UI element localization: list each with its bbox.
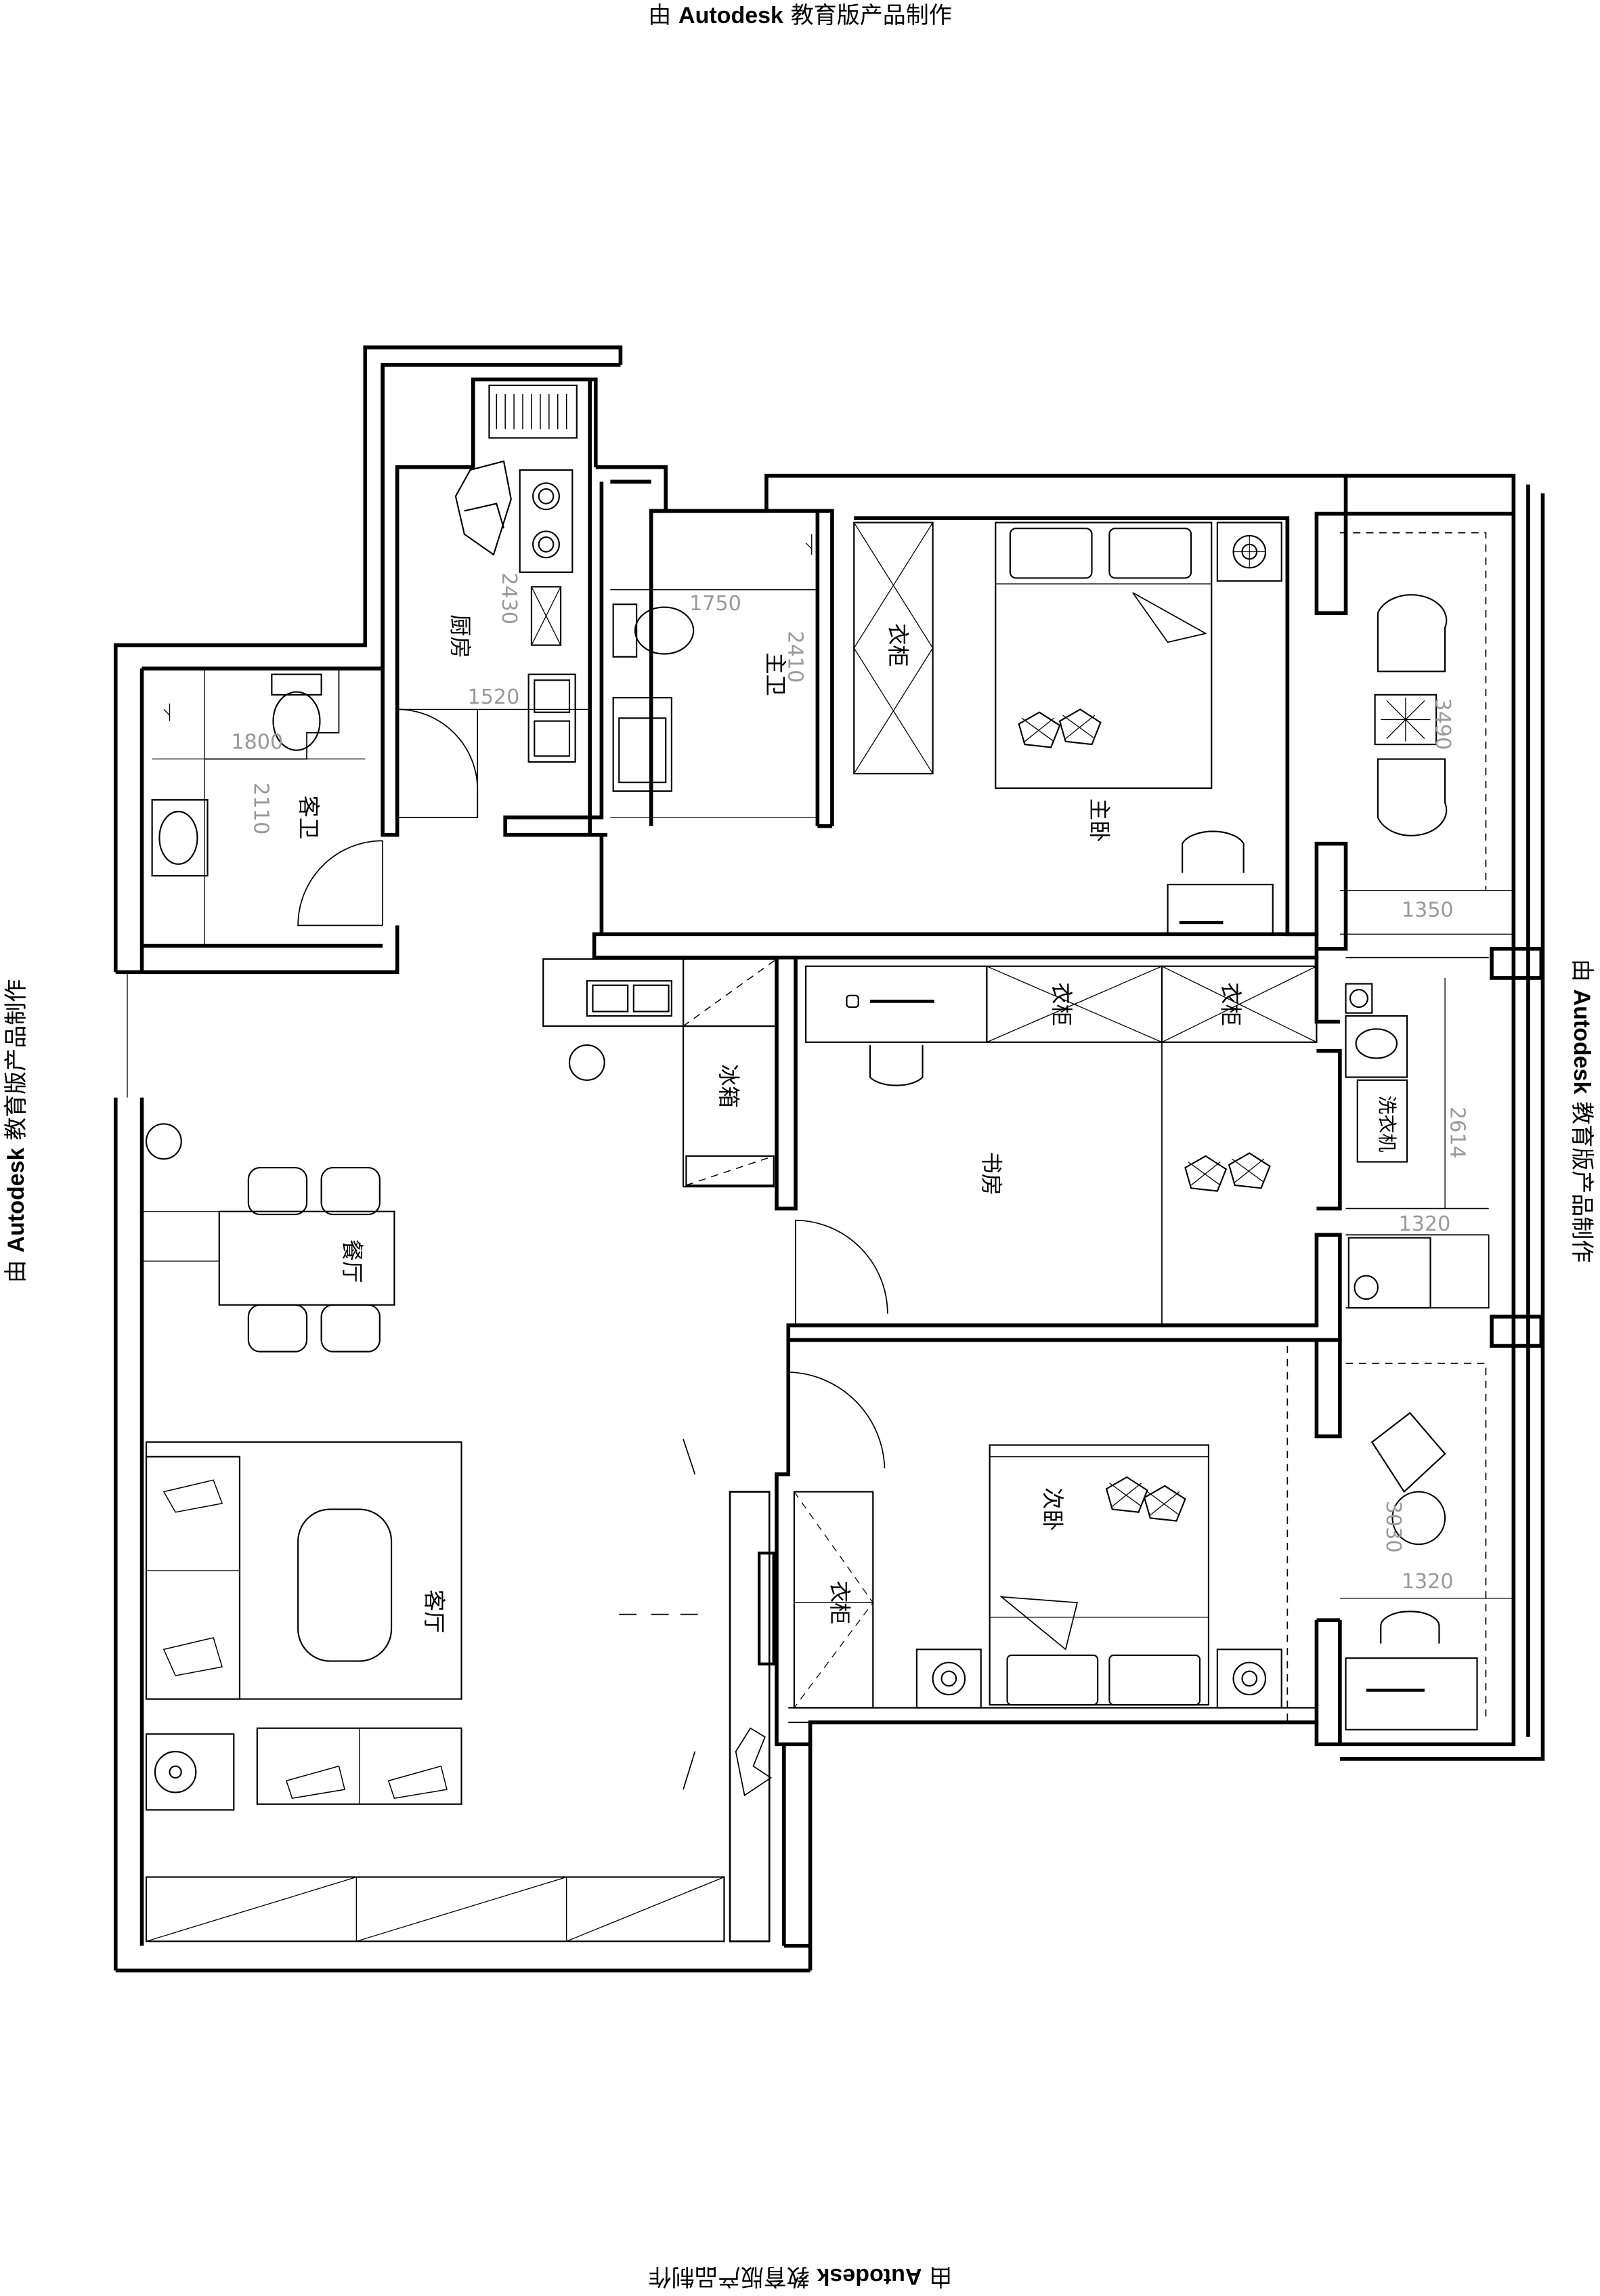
fixture-label-wardrobe-master: 衣柜 — [885, 623, 911, 667]
dim-balcony-mid-width: 1320 — [1399, 1212, 1451, 1236]
fixture-label-wardrobe-second: 衣柜 — [827, 1581, 852, 1625]
dim-kitchen-width: 1520 — [468, 685, 520, 709]
dining — [142, 1123, 395, 1353]
room-label-guest-bath: 客卫 — [295, 796, 321, 840]
fixture-label-wardrobe-study-1: 衣柜 — [1048, 982, 1074, 1026]
room-label-study: 书房 — [978, 1151, 1004, 1195]
dim-guest-bath-width: 1800 — [231, 731, 283, 754]
room-label-master-bedroom: 主卧 — [1087, 799, 1112, 843]
watermark-top: 由 Autodesk 教育版产品制作 — [648, 2, 952, 29]
dim-balcony-top-length: 3490 — [1431, 698, 1454, 750]
dim-balcony-bottom-width: 1320 — [1402, 1570, 1454, 1594]
study — [795, 965, 1318, 1326]
dim-balcony-top-width: 1350 — [1402, 898, 1454, 922]
kitchen-island — [542, 958, 778, 1188]
room-label-dining: 餐厅 — [339, 1239, 365, 1283]
guest-bath — [151, 668, 383, 946]
dim-kitchen-depth: 2430 — [497, 572, 521, 624]
room-label-master-bath: 主卫 — [762, 652, 788, 696]
room-label-second-bedroom: 次卧 — [1040, 1487, 1066, 1531]
dim-master-bath-depth: 2410 — [783, 631, 806, 683]
room-label-living: 客厅 — [421, 1590, 447, 1634]
dim-balcony-bottom-length: 3030 — [1381, 1501, 1405, 1553]
balcony-top — [1287, 522, 1514, 935]
master-bath — [610, 534, 818, 818]
master-bedroom — [853, 522, 1282, 935]
room-label-kitchen: 厨房 — [448, 614, 473, 658]
walls — [113, 345, 1545, 1973]
dim-balcony-mid-length: 2614 — [1446, 1107, 1469, 1159]
fixture-label-fridge: 冰箱 — [716, 1064, 741, 1108]
dim-master-bath-width: 1750 — [689, 592, 741, 616]
balcony-laundry — [1345, 956, 1490, 1309]
living — [127, 972, 775, 1942]
fixture-label-washer: 洗衣机 — [1376, 1095, 1398, 1152]
second-bedroom — [787, 1346, 1289, 1723]
dim-guest-bath-depth: 2110 — [248, 783, 272, 835]
balcony-bottom — [1339, 1363, 1514, 1730]
fixture-label-wardrobe-study-2: 衣柜 — [1217, 982, 1243, 1026]
kitchen — [397, 384, 590, 818]
